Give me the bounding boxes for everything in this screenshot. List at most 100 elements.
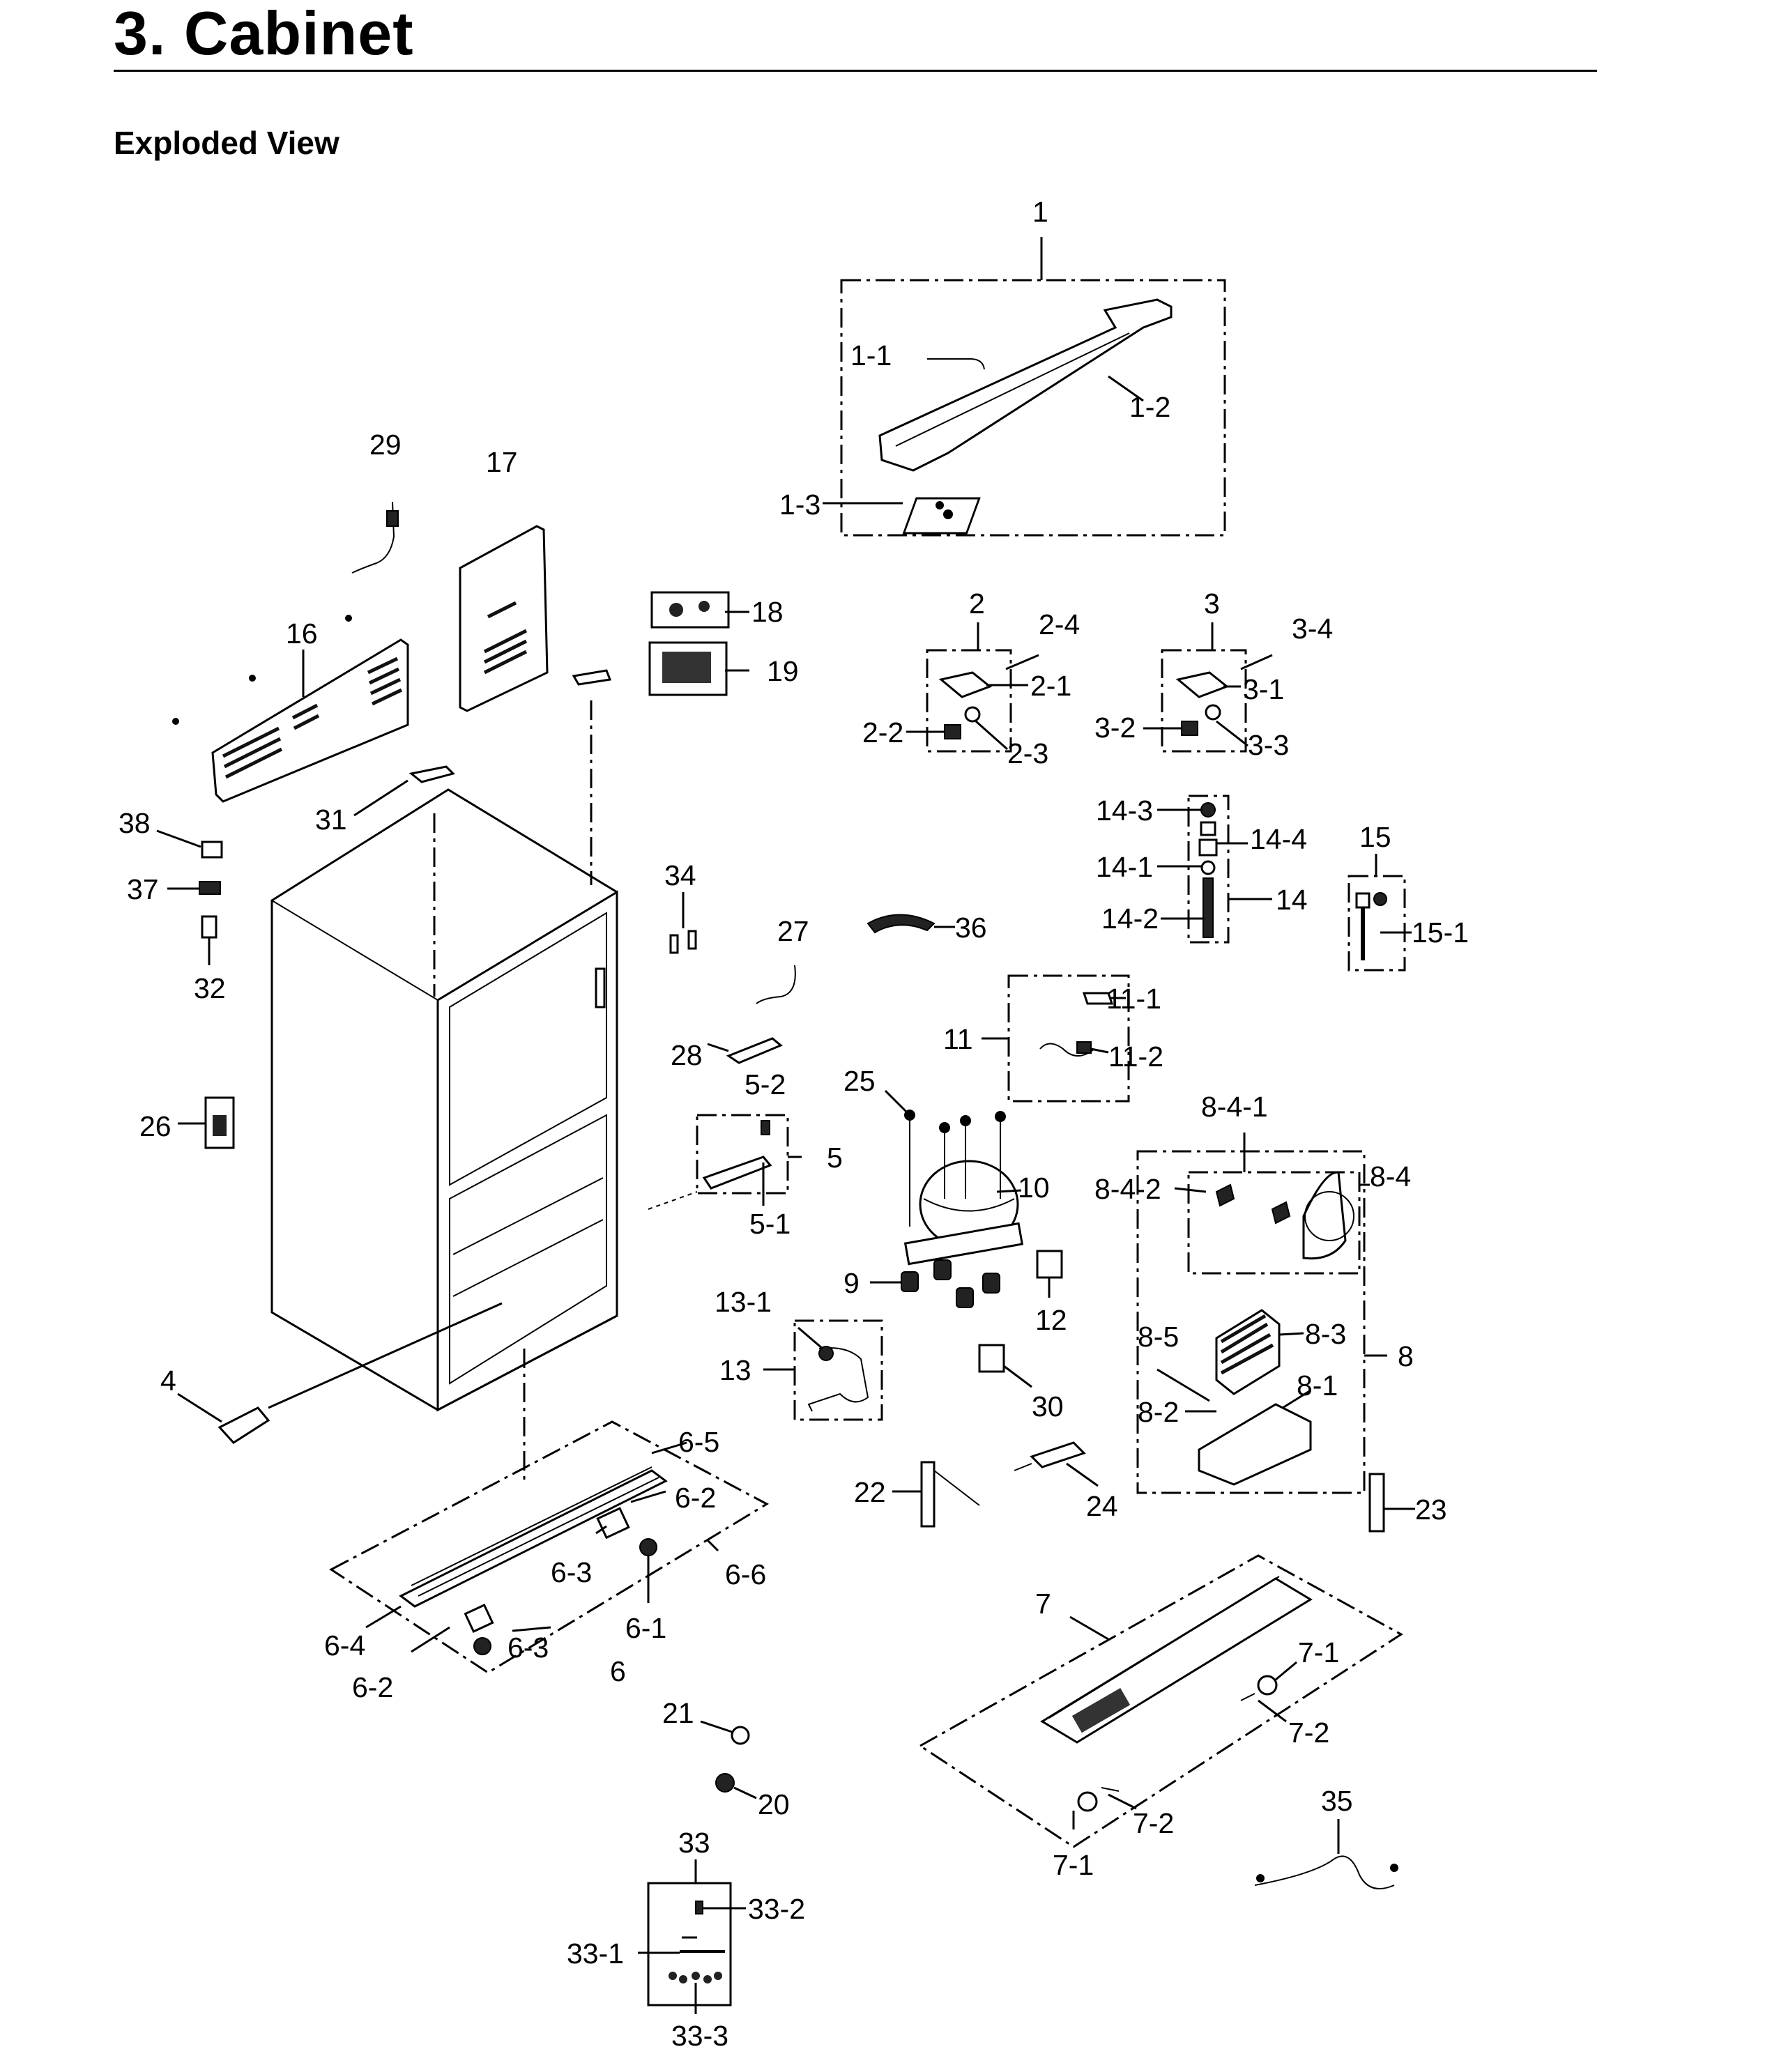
callout-6-5: 6-5 bbox=[678, 1426, 719, 1458]
callout-6-1: 6-1 bbox=[625, 1612, 666, 1644]
parts-38-37-32 bbox=[156, 829, 235, 1149]
part-12-relay bbox=[1036, 1250, 1063, 1298]
callout-8-2: 8-2 bbox=[1138, 1396, 1179, 1428]
part-bracket-right bbox=[572, 669, 612, 686]
title-underline bbox=[114, 70, 1597, 72]
callout-6-2a: 6-2 bbox=[675, 1482, 716, 1514]
callout-11-2: 11-2 bbox=[1108, 1041, 1163, 1073]
callout-25: 25 bbox=[843, 1065, 876, 1097]
callout-5-2: 5-2 bbox=[745, 1068, 786, 1100]
callout-27: 27 bbox=[777, 915, 809, 947]
callout-33: 33 bbox=[678, 1827, 710, 1859]
parts-34-27-28-36 bbox=[669, 892, 955, 1064]
callout-33-2: 33-2 bbox=[748, 1893, 805, 1925]
callout-23: 23 bbox=[1415, 1494, 1447, 1526]
callout-3: 3 bbox=[1204, 588, 1220, 620]
callout-6-3b: 6-3 bbox=[507, 1632, 549, 1664]
callout-8-3: 8-3 bbox=[1305, 1318, 1346, 1350]
part-9-grommets bbox=[870, 1259, 1000, 1308]
assembly-33-kit bbox=[638, 1859, 746, 2014]
callout-30: 30 bbox=[1032, 1390, 1064, 1422]
part-19-board bbox=[648, 641, 749, 696]
callout-8-4-1: 8-4-1 bbox=[1201, 1091, 1268, 1123]
callout-18: 18 bbox=[751, 596, 784, 628]
part-31-bracket bbox=[409, 765, 455, 783]
callout-8-4-2: 8-4-2 bbox=[1094, 1173, 1161, 1205]
callout-2-1: 2-1 bbox=[1030, 670, 1071, 702]
callout-19: 19 bbox=[767, 655, 799, 687]
callout-2-3: 2-3 bbox=[1007, 737, 1048, 769]
callout-16: 16 bbox=[286, 617, 318, 650]
callout-20: 20 bbox=[758, 1788, 790, 1820]
callout-17: 17 bbox=[486, 446, 518, 478]
assembly-6-front-grille bbox=[329, 1349, 770, 1674]
callout-11: 11 bbox=[943, 1023, 973, 1055]
callout-10: 10 bbox=[1018, 1172, 1050, 1204]
cabinet-body bbox=[270, 700, 618, 1412]
callout-33-3: 33-3 bbox=[671, 2020, 728, 2052]
callout-15-1: 15-1 bbox=[1412, 916, 1469, 949]
callout-32: 32 bbox=[194, 972, 226, 1004]
callout-29: 29 bbox=[369, 429, 402, 461]
part-10-compressor bbox=[884, 1089, 1024, 1266]
assembly-3-hinge bbox=[1143, 622, 1273, 753]
callout-1-1: 1-1 bbox=[850, 339, 892, 371]
callout-3-4: 3-4 bbox=[1292, 613, 1333, 645]
callout-21: 21 bbox=[662, 1697, 694, 1729]
callout-1: 1 bbox=[1032, 196, 1048, 228]
part-29-wire bbox=[351, 501, 399, 574]
callout-1-3: 1-3 bbox=[779, 489, 820, 521]
callout-9: 9 bbox=[843, 1267, 860, 1299]
assembly-11 bbox=[982, 974, 1130, 1103]
callout-6: 6 bbox=[610, 1655, 626, 1687]
parts-22-24-23 bbox=[892, 1441, 1415, 1533]
callout-15: 15 bbox=[1359, 821, 1391, 853]
callout-2-2: 2-2 bbox=[862, 716, 903, 749]
callout-7-1b: 7-1 bbox=[1053, 1849, 1094, 1881]
callout-13: 13 bbox=[719, 1354, 751, 1386]
callout-4: 4 bbox=[160, 1365, 176, 1397]
callout-11-1: 11-1 bbox=[1106, 983, 1161, 1015]
callout-35: 35 bbox=[1321, 1785, 1353, 1817]
callout-8: 8 bbox=[1398, 1340, 1414, 1372]
callout-8-1: 8-1 bbox=[1297, 1369, 1338, 1402]
page-title: 3. Cabinet bbox=[114, 0, 414, 68]
callout-8-4: 8-4 bbox=[1370, 1160, 1411, 1192]
assembly-1-bracket bbox=[823, 237, 1226, 537]
callout-5: 5 bbox=[827, 1142, 843, 1174]
callout-14: 14 bbox=[1276, 884, 1308, 916]
callout-2: 2 bbox=[969, 588, 985, 620]
callout-14-4: 14-4 bbox=[1250, 823, 1307, 855]
callout-3-2: 3-2 bbox=[1094, 712, 1136, 744]
callout-7-2b: 7-2 bbox=[1133, 1807, 1174, 1839]
callout-3-3: 3-3 bbox=[1248, 729, 1289, 761]
callout-14-3: 14-3 bbox=[1096, 795, 1153, 827]
callout-13-1: 13-1 bbox=[715, 1286, 772, 1318]
callout-37: 37 bbox=[127, 873, 159, 905]
callout-7-1a: 7-1 bbox=[1298, 1636, 1339, 1668]
part-17-panel bbox=[459, 525, 549, 712]
callout-14-1: 14-1 bbox=[1096, 851, 1153, 883]
callout-12: 12 bbox=[1035, 1304, 1067, 1336]
callout-38: 38 bbox=[119, 807, 151, 839]
callout-6-2b: 6-2 bbox=[352, 1671, 393, 1703]
callout-28: 28 bbox=[671, 1039, 703, 1071]
callout-2-4: 2-4 bbox=[1039, 608, 1080, 640]
part-35-ground-wire bbox=[1254, 1819, 1398, 1889]
callout-1-2: 1-2 bbox=[1129, 391, 1170, 423]
part-4-leveler bbox=[177, 1302, 503, 1444]
callout-26: 26 bbox=[139, 1110, 171, 1142]
callout-7: 7 bbox=[1035, 1588, 1051, 1620]
callout-14-2: 14-2 bbox=[1101, 903, 1159, 935]
assembly-2-hinge bbox=[906, 622, 1039, 753]
callout-8-5: 8-5 bbox=[1138, 1321, 1179, 1353]
assembly-13 bbox=[763, 1319, 883, 1421]
callout-7-2a: 7-2 bbox=[1288, 1717, 1329, 1749]
assembly-7-base bbox=[918, 1554, 1403, 1848]
assembly-14 bbox=[1157, 795, 1272, 944]
part-30 bbox=[978, 1344, 1032, 1388]
callout-3-1: 3-1 bbox=[1243, 673, 1284, 705]
assembly-15 bbox=[1347, 854, 1412, 972]
section-subtitle: Exploded View bbox=[114, 125, 339, 161]
